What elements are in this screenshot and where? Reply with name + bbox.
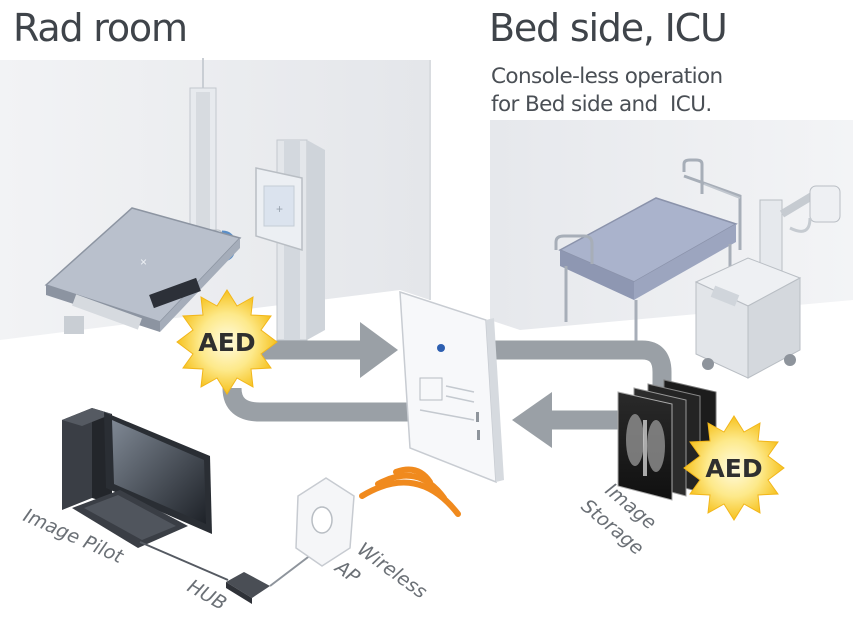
- image-storage-stack: [617, 379, 717, 501]
- subtitle-line-2: for Bed side and ICU.: [491, 92, 712, 117]
- xray-table: ×: [44, 207, 242, 334]
- subtitle-line-1: Console-less operation: [491, 64, 723, 89]
- hospital-bed: [554, 158, 742, 342]
- monitor-screen: [112, 420, 206, 524]
- wifi-signal-icon: [359, 466, 461, 517]
- mobile-xray-unit: [694, 185, 841, 379]
- arrow-head-left: [512, 392, 552, 448]
- console-less-subtitle: Console-less operation for Bed side and …: [491, 63, 723, 119]
- aed-badge-right-text: AED: [705, 454, 762, 483]
- return-to-detector-arrow-left: [222, 387, 408, 422]
- pc-tower: [62, 408, 92, 510]
- bed-side-icu-title: Bed side, ICU: [489, 6, 728, 50]
- detector-logo-icon: [437, 344, 445, 352]
- wall-stand-detector: +: [255, 139, 325, 341]
- aed-burst-right: AED: [683, 415, 785, 521]
- flow-arrows: [222, 322, 672, 448]
- aed-burst-left: AED: [176, 289, 278, 395]
- rad-room-title: Rad room: [13, 6, 188, 50]
- aed-badge-left-text: AED: [198, 328, 255, 357]
- detector-to-icu-line: [492, 340, 672, 392]
- flat-panel-detector: [399, 290, 504, 484]
- svg-text:×: ×: [140, 255, 147, 269]
- arrow-head-right: [360, 322, 398, 378]
- wireless-ap-device: [295, 477, 355, 567]
- image-pilot-workstation: [62, 408, 229, 581]
- svg-text:+: +: [276, 202, 283, 216]
